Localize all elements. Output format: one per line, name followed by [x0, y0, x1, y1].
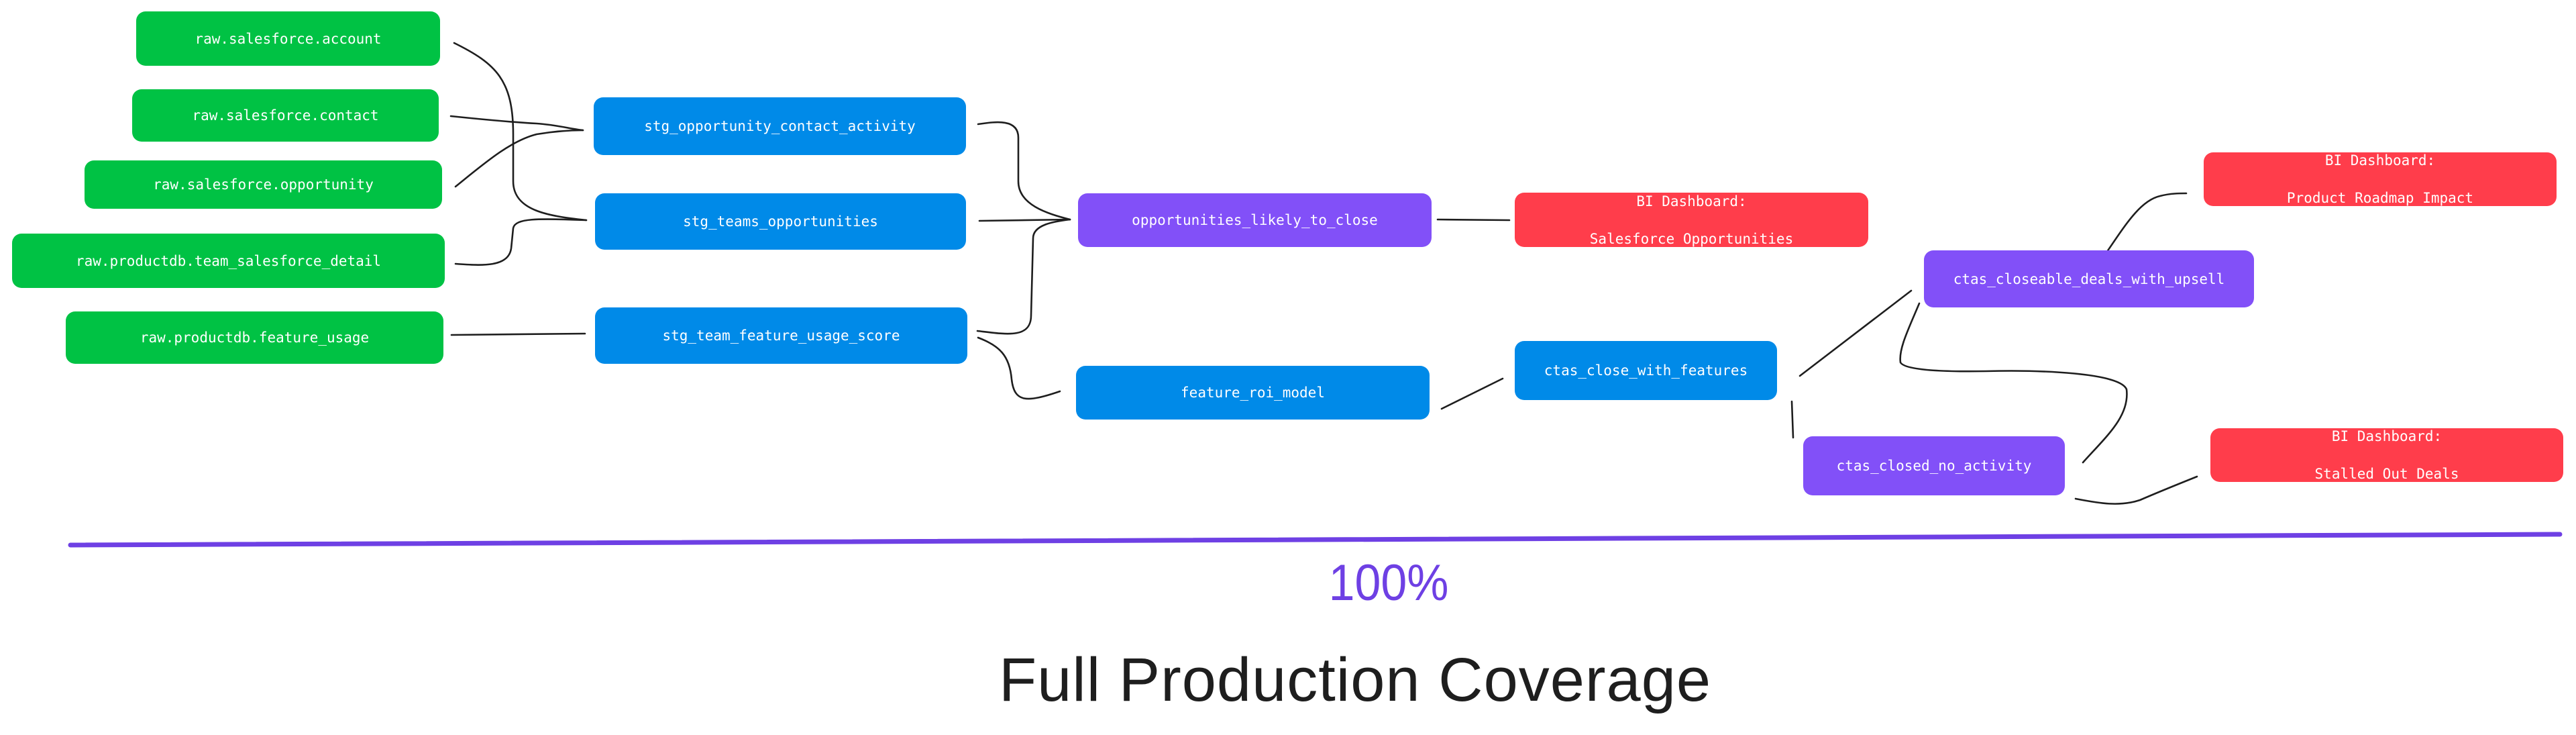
edge-roi-to-closefeat[interactable]: [1440, 377, 1504, 410]
node-label-line1: BI Dashboard:: [1636, 193, 1747, 209]
node-label: raw.productdb.feature_usage: [140, 330, 370, 346]
node-stg-teams-opportunities[interactable]: stg_teams_opportunities: [595, 193, 966, 250]
node-bi-dashboard-product-roadmap-impact[interactable]: BI Dashboard: Product Roadmap Impact: [2204, 152, 2557, 206]
edge-featusage-to-stg-feat[interactable]: [450, 332, 586, 336]
edge-stgoca-to-likely[interactable]: [977, 121, 1071, 221]
node-bi-dashboard-salesforce-opportunities[interactable]: BI Dashboard: Salesforce Opportunities: [1515, 193, 1868, 247]
node-raw-salesforce-contact[interactable]: raw.salesforce.contact: [132, 89, 439, 142]
node-opportunities-likely-to-close[interactable]: opportunities_likely_to_close: [1078, 193, 1432, 247]
node-bi-dashboard-stalled-out-deals[interactable]: BI Dashboard: Stalled Out Deals: [2210, 428, 2563, 482]
node-label-line1: BI Dashboard:: [2324, 152, 2436, 168]
node-label: raw.salesforce.contact: [192, 107, 379, 124]
node-raw-salesforce-opportunity[interactable]: raw.salesforce.opportunity: [85, 160, 442, 209]
node-label: ctas_closeable_deals_with_upsell: [1953, 271, 2225, 287]
node-label-group: BI Dashboard: Salesforce Opportunities: [1590, 173, 1793, 267]
node-label-line2: Stalled Out Deals: [2314, 466, 2459, 482]
node-feature-roi-model[interactable]: feature_roi_model: [1076, 366, 1430, 420]
node-label-line2: Salesforce Opportunities: [1589, 230, 1794, 247]
coverage-percent: 100%: [1328, 554, 1449, 611]
node-label: ctas_close_with_features: [1544, 362, 1748, 379]
edge-contact-to-stg-opp-contact[interactable]: [449, 115, 584, 132]
node-label: raw.salesforce.account: [195, 30, 382, 47]
edge-upsell-to-bi-roadmap[interactable]: [2094, 192, 2188, 269]
edge-closefeat-to-upsell[interactable]: [1799, 289, 1913, 377]
coverage-bar: [68, 532, 2563, 548]
node-raw-salesforce-account[interactable]: raw.salesforce.account: [136, 11, 440, 66]
node-label: raw.salesforce.opportunity: [153, 177, 374, 193]
node-ctas-close-with-features[interactable]: ctas_close_with_features: [1515, 341, 1777, 400]
node-ctas-closeable-deals-with-upsell[interactable]: ctas_closeable_deals_with_upsell: [1924, 250, 2254, 307]
node-label: ctas_closed_no_activity: [1836, 458, 2032, 474]
node-label: raw.productdb.team_salesforce_detail: [75, 252, 382, 269]
edge-stgfeat-to-roi[interactable]: [977, 336, 1061, 400]
node-label: stg_teams_opportunities: [683, 213, 878, 230]
node-label-group: BI Dashboard: Stalled Out Deals: [2315, 408, 2459, 502]
node-stg-opportunity-contact-activity[interactable]: stg_opportunity_contact_activity: [594, 97, 966, 155]
node-raw-productdb-feature-usage[interactable]: raw.productdb.feature_usage: [66, 311, 443, 364]
node-label: opportunities_likely_to_close: [1132, 212, 1378, 228]
edge-opportunity-to-stg-opp-contact[interactable]: [454, 129, 584, 188]
node-stg-team-feature-usage-score[interactable]: stg_team_feature_usage_score: [595, 307, 967, 364]
edge-upsell-to-noact[interactable]: [1899, 302, 2128, 464]
edge-noact-to-bi-stalled[interactable]: [2074, 475, 2198, 505]
node-label-group: BI Dashboard: Product Roadmap Impact: [2287, 132, 2473, 226]
node-label-line1: BI Dashboard:: [2331, 428, 2443, 444]
node-label: stg_opportunity_contact_activity: [644, 118, 916, 134]
node-raw-productdb-team-salesforce-detail[interactable]: raw.productdb.team_salesforce_detail: [12, 234, 445, 288]
edge-stgteams-to-likely[interactable]: [978, 218, 1071, 222]
edge-stgfeat-to-likely[interactable]: [976, 218, 1071, 335]
edge-account-to-stg-teams[interactable]: [453, 42, 588, 222]
edge-teamsf-to-stg-teams[interactable]: [454, 218, 588, 266]
coverage-caption: Full Production Coverage: [998, 646, 1712, 714]
edge-closefeat-to-noact[interactable]: [1790, 400, 1794, 439]
node-label-line2: Product Roadmap Impact: [2286, 190, 2474, 206]
edge-likely-to-bi-sf[interactable]: [1436, 218, 1511, 222]
node-ctas-closed-no-activity[interactable]: ctas_closed_no_activity: [1803, 436, 2065, 495]
node-label: feature_roi_model: [1181, 385, 1325, 401]
node-label: stg_team_feature_usage_score: [662, 328, 900, 344]
